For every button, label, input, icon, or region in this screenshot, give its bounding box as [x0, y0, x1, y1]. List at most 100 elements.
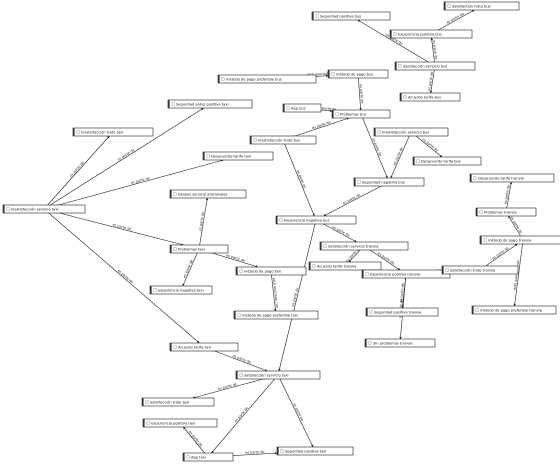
- node-left-bar: [203, 152, 205, 160]
- relation-label: es parte de: [69, 161, 85, 178]
- concept-node[interactable]: método de pago tranvía: [479, 235, 560, 245]
- node-left-bar: [362, 270, 364, 278]
- node-left-bar: [168, 100, 170, 108]
- node-left-bar: [3, 205, 5, 213]
- node-left-bar: [143, 419, 145, 427]
- concept-node[interactable]: experiencia positiva taxi: [142, 418, 218, 428]
- concept-node[interactable]: Acuerdo tarifa taxi: [169, 342, 239, 352]
- relation-label: es parte de: [198, 211, 205, 231]
- concept-node[interactable]: Satisfacción trato tranvía: [441, 265, 519, 275]
- concept-node[interactable]: Seguridad positiva taxi: [276, 446, 354, 456]
- node-circle-icon: [331, 71, 336, 76]
- relation-edge: [513, 241, 524, 307]
- node-left-bar: [470, 174, 472, 182]
- node-label: Seguridad antes positiva taxi: [176, 102, 229, 106]
- node-left-bar: [476, 208, 478, 216]
- concept-node[interactable]: método de pago preferible bus: [217, 74, 317, 84]
- node-circle-icon: [238, 269, 243, 274]
- node-left-bar: [442, 266, 444, 274]
- concept-node[interactable]: Insatisfacción servicio bus: [373, 127, 449, 137]
- node-left-bar: [366, 308, 368, 316]
- node-circle-icon: [393, 32, 398, 37]
- concept-node[interactable]: Sin problemas tranvía: [364, 338, 436, 348]
- concept-node[interactable]: Satisfacción servicio bus: [394, 61, 476, 71]
- concept-node[interactable]: experiencia negativa taxi: [149, 285, 213, 295]
- concept-node[interactable]: Problemas tranvía: [475, 207, 537, 217]
- node-left-bar: [283, 104, 285, 112]
- node-label: Seguridad positiva bus: [320, 14, 361, 18]
- relation-label: es parte de: [503, 185, 510, 205]
- concept-node[interactable]: Desacuerdo tarifa tranvía: [469, 173, 555, 183]
- concept-node[interactable]: Problemas bus: [331, 109, 391, 119]
- relation-edge: [390, 133, 412, 179]
- concept-node[interactable]: Deseos servicio adicionales: [169, 189, 247, 199]
- node-left-bar: [234, 311, 236, 319]
- concept-node[interactable]: Seguridad antes positiva taxi: [167, 99, 253, 109]
- concept-node[interactable]: Acuerdo tarifa bus: [399, 92, 461, 102]
- concept-node[interactable]: Seguridad negativa bus: [353, 177, 425, 187]
- relation-label: es parte de: [182, 259, 193, 278]
- node-left-bar: [276, 216, 278, 224]
- concept-node[interactable]: Satisfaction trato bus: [443, 1, 520, 11]
- relation-label: es parte de: [392, 147, 403, 166]
- relation-label: es parte de: [421, 137, 439, 152]
- concept-node[interactable]: Satisfacción trato taxi: [141, 397, 215, 407]
- concept-node[interactable]: Insatisfacción trato bus: [249, 135, 317, 145]
- relation-label: es parte de: [427, 71, 434, 91]
- node-left-bar: [73, 128, 75, 136]
- concept-node[interactable]: Satisfacción servicio taxi: [235, 370, 321, 380]
- node-label: Experiencia negativa bus: [284, 218, 330, 222]
- relation-edge: [367, 247, 401, 271]
- node-label: Sin problemas tranvía: [373, 341, 412, 345]
- node-circle-icon: [473, 175, 478, 180]
- node-label: Acuerdo tarifa tranvía: [317, 264, 356, 268]
- node-left-bar: [480, 236, 482, 244]
- concept-node[interactable]: Insatisfacción servicio taxi: [2, 204, 86, 214]
- concept-node[interactable]: método de pago taxi: [235, 266, 307, 276]
- concept-node[interactable]: Acuerdo tarifa tranvía: [308, 261, 382, 271]
- concept-node[interactable]: método de pago preferible taxi: [233, 310, 319, 320]
- node-label: Satisfacción servicio bus: [403, 64, 447, 68]
- relation-label: es parte de: [117, 269, 134, 285]
- node-label: Desacuerdo tarifa bus: [421, 159, 461, 163]
- concept-node[interactable]: Seguridad positiva tranvía: [365, 307, 439, 317]
- node-left-bar: [236, 371, 238, 379]
- relation-edge: [357, 19, 431, 65]
- concept-node[interactable]: método de pago bus: [327, 69, 389, 79]
- relation-label: es parte de: [112, 223, 132, 232]
- concept-node[interactable]: Insatisfacción trato taxi: [72, 127, 154, 137]
- node-circle-icon: [447, 3, 452, 8]
- relation-label: es parte de: [245, 450, 264, 455]
- concept-node[interactable]: Satisfacción servicio tranvía: [319, 241, 409, 251]
- node-label: Seguridad positiva taxi: [285, 449, 326, 453]
- relation-edge: [320, 221, 357, 243]
- node-circle-icon: [220, 76, 225, 81]
- concept-node[interactable]: Desacuerdo tarifa bus: [412, 156, 482, 166]
- concept-node[interactable]: método de pago preferible tranvía: [471, 305, 557, 315]
- node-circle-icon: [75, 129, 80, 134]
- relation-label: es parte de: [232, 354, 251, 365]
- concept-node[interactable]: Experiencia positiva bus: [389, 29, 473, 39]
- concept-node[interactable]: Desacuerdo tarifa taxi: [202, 151, 274, 161]
- concept-node[interactable]: Experiencia negativa bus: [275, 215, 357, 225]
- concept-node[interactable]: App bus: [282, 103, 322, 113]
- relation-edge: [209, 251, 259, 268]
- concept-node[interactable]: Seguridad positiva bus: [311, 11, 391, 21]
- node-circle-icon: [286, 105, 291, 110]
- node-circle-icon: [145, 421, 150, 426]
- relation-label: es parte de: [359, 84, 364, 104]
- node-label: Insatisfacción trato taxi: [81, 130, 123, 134]
- node-label: Satisfacción servicio tranvía: [328, 244, 379, 248]
- concept-node[interactable]: App taxi: [182, 452, 234, 462]
- node-circle-icon: [312, 264, 317, 269]
- node-label: App taxi: [191, 455, 206, 459]
- concept-node[interactable]: Experiencia positiva tranvía: [361, 269, 451, 279]
- node-left-bar: [183, 453, 185, 461]
- node-circle-icon: [279, 217, 284, 222]
- concept-node[interactable]: Problemas taxi: [169, 244, 229, 254]
- node-label: Insatisfacción servicio taxi: [11, 207, 58, 211]
- node-circle-icon: [172, 345, 177, 350]
- relation-edge: [429, 67, 436, 94]
- node-left-bar: [374, 128, 376, 136]
- node-label: Experiencia positiva bus: [398, 32, 442, 36]
